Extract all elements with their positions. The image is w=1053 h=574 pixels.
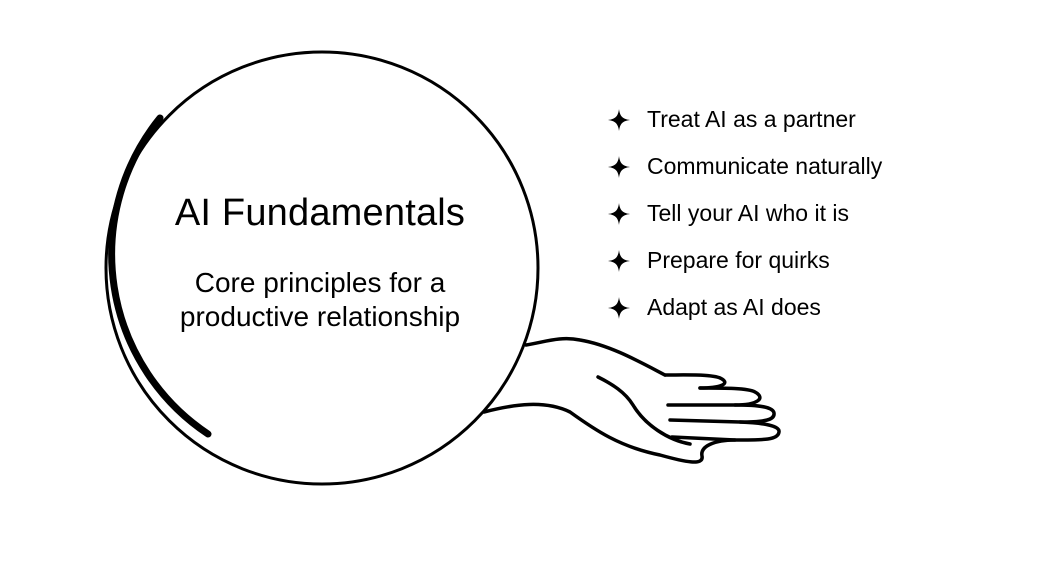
open-hand-icon [482,336,781,464]
sparkle-icon [608,296,630,319]
circle-text-block: AI Fundamentals Core principles for a pr… [110,150,530,334]
list-item-label: Prepare for quirks [647,247,830,273]
list-item: Communicate naturally [608,143,882,190]
list-item-label: Treat AI as a partner [647,106,856,132]
list-item-label: Adapt as AI does [647,294,821,320]
sparkle-icon [608,155,630,178]
subtitle: Core principles for a productive relatio… [110,266,530,334]
list-item: Prepare for quirks [608,237,882,284]
list-item: Adapt as AI does [608,284,882,331]
principles-list: Treat AI as a partner Communicate natura… [608,96,882,331]
subtitle-line-1: Core principles for a [194,267,446,298]
list-item-label: Tell your AI who it is [647,200,849,226]
sparkle-icon [608,108,630,131]
sparkle-icon [608,202,630,225]
circle-frame [104,50,540,486]
subtitle-line-2: productive relationship [179,301,461,332]
sparkle-icon [608,249,630,272]
list-item: Treat AI as a partner [608,96,882,143]
list-item: Tell your AI who it is [608,190,882,237]
main-title: AI Fundamentals [174,192,466,234]
list-item-label: Communicate naturally [647,153,883,179]
